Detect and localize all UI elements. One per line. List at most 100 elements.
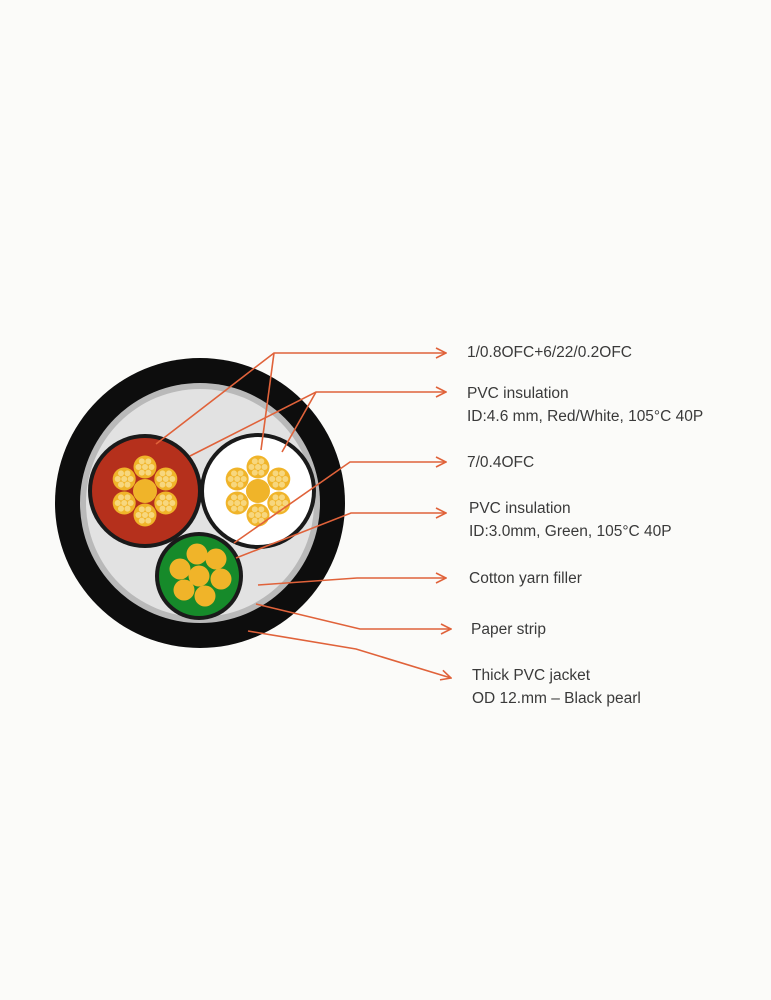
fine-strand [145, 506, 152, 513]
label-jacket: Thick PVC jacket OD 12.mm – Black pearl [472, 667, 641, 707]
fine-strand [162, 500, 169, 506]
fine-strand [124, 505, 131, 512]
fine-strand [135, 512, 142, 518]
callout-insulation-small [235, 513, 446, 559]
fine-strand [145, 458, 152, 465]
fine-strand [124, 494, 131, 501]
fine-strand [237, 505, 244, 512]
fine-strand [159, 494, 166, 501]
fine-strand [231, 505, 237, 512]
fine-strand [269, 476, 276, 482]
solid-center-wire [133, 479, 157, 503]
fine-strand [148, 464, 155, 470]
fine-strand [251, 458, 258, 465]
fine-strand [138, 458, 145, 465]
fine-strand [118, 505, 124, 512]
fine-strand [169, 476, 176, 482]
fine-strand [148, 512, 155, 518]
fine-strand [124, 470, 131, 477]
fine-strand [121, 476, 128, 482]
label-paper-strip: Paper strip [471, 621, 546, 638]
fine-strand [231, 494, 237, 501]
fine-strand [127, 500, 134, 506]
fine-strand [142, 464, 148, 470]
solid-center-wire [246, 479, 270, 503]
fine-strand [142, 512, 148, 518]
fine-strand [251, 469, 258, 476]
fine-strand [121, 500, 128, 506]
fine-strand [272, 494, 279, 501]
callout-conductor-large-branch [260, 352, 275, 451]
label-insulation-large: PVC insulation ID:4.6 mm, Red/White, 105… [467, 385, 704, 425]
green-core [155, 532, 243, 620]
fine-strand [279, 494, 285, 501]
red-core [88, 434, 202, 548]
fine-strand [227, 476, 234, 482]
fine-strand [275, 500, 282, 506]
fine-strand [231, 481, 237, 488]
fine-strand [248, 512, 255, 518]
fine-strand [248, 464, 255, 470]
fine-strand [227, 500, 234, 506]
callout-lines [155, 352, 451, 678]
callout-conductor-small [233, 462, 446, 544]
fine-strand [159, 481, 166, 488]
fine-strand [261, 512, 268, 518]
fine-strand [269, 500, 276, 506]
fine-strand [138, 517, 145, 524]
fine-strand [240, 500, 247, 506]
fine-strand [272, 505, 279, 512]
callout-insulation-large-branch [281, 391, 317, 453]
fine-strand [279, 470, 285, 477]
fine-strand [255, 512, 261, 518]
fine-strand [135, 464, 142, 470]
callout-filler [257, 578, 446, 586]
fine-strand [145, 469, 152, 476]
fine-strand [127, 476, 134, 482]
fine-strand [251, 517, 258, 524]
label-conductor-large: 1/0.8OFC+6/22/0.2OFC [467, 344, 632, 361]
fine-strand [237, 494, 244, 501]
fine-strand [237, 470, 244, 477]
green-core-conductor [169, 543, 232, 607]
label-conductor-small: 7/0.4OFC [467, 454, 535, 471]
fine-strand [258, 458, 265, 465]
fine-strand [162, 476, 169, 482]
fine-strand [118, 494, 124, 501]
fine-strand [118, 481, 124, 488]
fine-strand [282, 500, 289, 506]
white-core-conductor [225, 455, 291, 527]
fine-strand [124, 481, 131, 488]
fine-strand [251, 506, 258, 513]
fine-strand [138, 506, 145, 513]
fine-strand [258, 469, 265, 476]
fine-strand [282, 476, 289, 482]
fine-strand [159, 470, 166, 477]
fine-strand [114, 500, 121, 506]
fine-strand [169, 500, 176, 506]
fine-strand [255, 464, 261, 470]
label-filler: Cotton yarn filler [469, 570, 582, 587]
callout-paper-strip [255, 603, 451, 629]
label-insulation-small: PVC insulation ID:3.0mm, Green, 105°C 40… [469, 500, 672, 540]
fine-strand [145, 517, 152, 524]
fine-strand [272, 470, 279, 477]
fine-strand [272, 481, 279, 488]
fine-strand [166, 481, 172, 488]
fine-strand [234, 500, 241, 506]
fine-strand [237, 481, 244, 488]
white-core [200, 433, 316, 549]
fine-strand [261, 464, 268, 470]
red-core-conductor [112, 455, 178, 527]
fine-strand [166, 505, 172, 512]
fine-strand [114, 476, 121, 482]
fine-strand [275, 476, 282, 482]
fine-strand [166, 470, 172, 477]
fine-strand [258, 506, 265, 513]
fine-strand [240, 476, 247, 482]
fine-strand [166, 494, 172, 501]
fine-strand [279, 481, 285, 488]
fine-strand [138, 469, 145, 476]
fine-strand [159, 505, 166, 512]
